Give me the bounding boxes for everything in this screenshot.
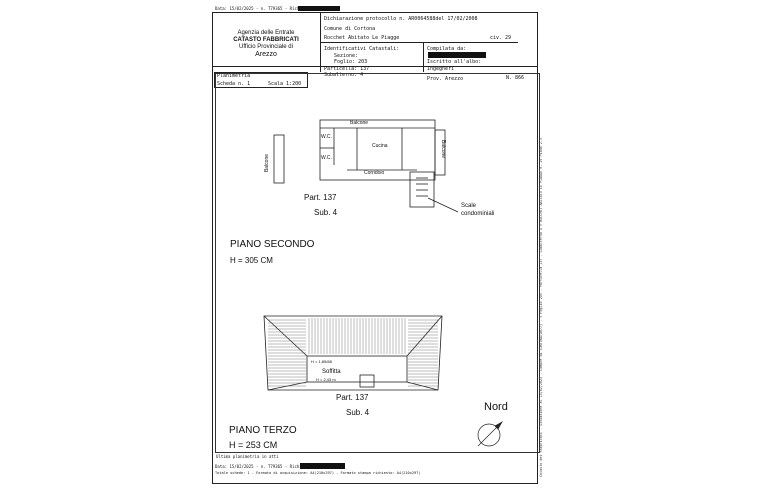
top-stamp-text: Data: 15/02/2025 - n. T79365 - Richieden… (215, 6, 319, 11)
compilata-profession: Ingegneri (427, 65, 455, 72)
room-balcone-top: Balcone (350, 120, 369, 126)
room-wc-1: W.C. (321, 134, 332, 140)
room-balcone-right: Balcone (440, 139, 447, 159)
roof-ridge (406, 315, 443, 357)
compilata-prov: Prov. Arezzo (427, 76, 464, 82)
floor3-h-soffitta: H = 2,43 m (316, 377, 336, 382)
north-label: Nord (484, 401, 508, 413)
scale-leader-line (427, 197, 459, 213)
redacted-footer-requester (300, 463, 345, 469)
declaration-comune: Comune di Cortona (324, 26, 376, 32)
balcone-left-area (273, 134, 285, 184)
identifiers-label: Identificativi Catastali: (324, 46, 400, 52)
room-corridoio: Corridoio (364, 170, 385, 176)
scheda-number: Scheda n. 1 (217, 81, 251, 87)
redacted-requester (298, 6, 340, 11)
agency-name: Agenzia delle Entrate (237, 30, 295, 36)
scheda-title: Planimetria (217, 73, 251, 79)
roof-hatching (268, 318, 438, 387)
floor-plans (263, 119, 503, 447)
roof-hatch (359, 374, 375, 388)
scale-label: Scale (461, 203, 477, 209)
top-stamp: Data: 15/02/2025 - n. T79365 - Richieden… (215, 6, 319, 11)
floor2-sub: Sub. 4 (314, 208, 338, 217)
floor3-level: PIANO TERZO (229, 425, 297, 436)
compilata-label: Compilata da: (427, 46, 467, 52)
identifiers-sezione: Sezione: (334, 52, 359, 59)
identifiers-foglio: Foglio: 203 (334, 59, 368, 65)
drawing-frame (215, 73, 540, 453)
floor3-height: H = 253 CM (229, 440, 278, 450)
room-cucina: Cucina (372, 143, 388, 149)
compass-circle (477, 423, 501, 447)
footer-stamp: Data: 15/02/2025 - n. T79365 - Richieden… (215, 464, 319, 469)
scale-condominiali: Scale condominiali (461, 202, 494, 218)
floor3-part: Part. 137 (336, 393, 369, 402)
compilata-iscritto: Iscritto all'albo: (427, 59, 482, 65)
second-floor-plan (273, 119, 459, 213)
declaration-civ: civ. 29 (490, 35, 512, 41)
soffitta-room (306, 355, 408, 383)
stair-box (409, 171, 435, 208)
roof-ridge (263, 315, 308, 357)
header-hdivider (320, 42, 518, 43)
floor3-soffitta: Soffitta (322, 369, 341, 375)
scheda-box (214, 72, 308, 88)
balcone-right-area (434, 129, 446, 176)
floor2-height: H = 305 CM (230, 256, 273, 265)
cadastral-sheet (212, 12, 538, 484)
header-divider (212, 66, 538, 67)
condominiali-label: condominiali (461, 211, 495, 217)
room-wc-2: W.C. (321, 155, 332, 161)
redacted-compiler (428, 52, 486, 58)
compilata-block: Compilata da: Iscritto all'albo: Ingegne… (427, 46, 481, 83)
scheda-scale: Scala 1:200 (268, 81, 302, 87)
footer-line3: Totale schede: 1 - Formato di acquisizio… (215, 471, 421, 475)
agency-city: Arezzo (255, 51, 277, 58)
side-vertical-text: Catasto dei Fabbricati - Situazione al 1… (539, 138, 543, 477)
header-vdivider-2 (423, 42, 424, 72)
identifiers-particella: Particella: 137 (324, 65, 370, 72)
agency-catasto: CATASTO FABBRICATI (233, 37, 299, 43)
room-balcone-left: Balcone (264, 153, 271, 173)
compilata-num: N. 866 (506, 75, 525, 81)
identifiers-block: Identificativi Catastali: Sezione: Fogli… (324, 46, 399, 79)
declaration-title: Dichiarazione protocollo n. AR0064588del… (324, 16, 478, 22)
compass-arrow (494, 421, 503, 430)
identifiers-subalterno: Subalterno: 4 (324, 72, 364, 78)
floor3-sub: Sub. 4 (346, 408, 370, 417)
agency-office: Ufficio Provinciale di (239, 44, 293, 50)
floor2-level: PIANO SECONDO (230, 239, 315, 250)
floor3-h-label: H = 1,85/88 (311, 359, 332, 364)
floor2-part: Part. 137 (304, 193, 337, 202)
agency-block: Agenzia delle Entrate CATASTO FABBRICATI… (216, 30, 316, 58)
footer-ultima: Ultima planimetria in atti (216, 454, 279, 459)
north-compass (477, 421, 503, 447)
declaration-via: Rocchet Abitato Le Piagge (324, 35, 400, 41)
